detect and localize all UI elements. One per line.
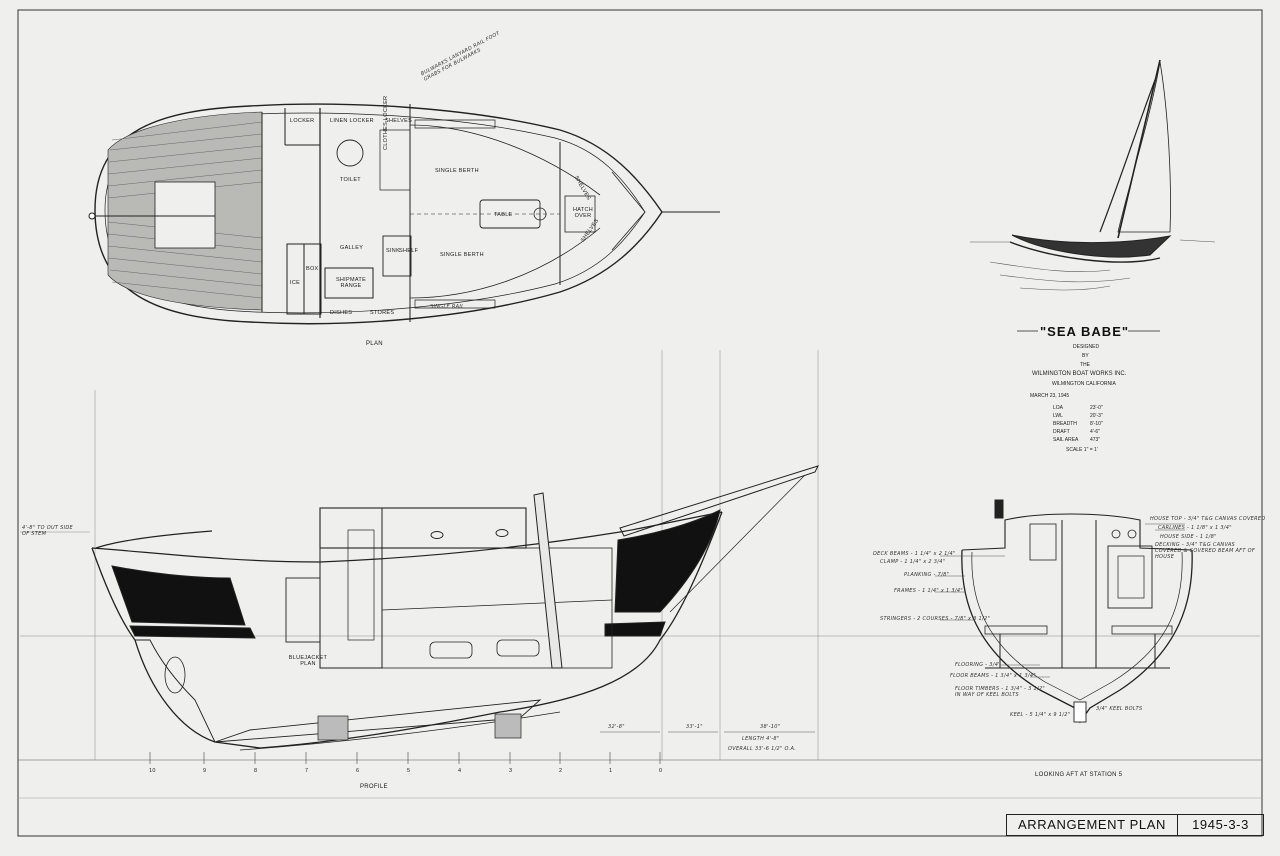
spec-label: DRAFT <box>1053 429 1070 435</box>
drawing-scale: SCALE 1" = 1' <box>1066 447 1098 453</box>
drawing-date: MARCH 23, 1945 <box>1030 393 1070 399</box>
plan-label-shelf: SHELF <box>399 248 419 254</box>
designed-line-3: THE <box>1080 362 1090 368</box>
plan-label-box: BOX <box>306 266 319 272</box>
spec-label: LOA <box>1053 405 1064 411</box>
plan-label-hatch-over: HATCH OVER <box>572 207 594 219</box>
sheet-number: 1945-3-3 <box>1192 817 1249 832</box>
spec-value: 473" <box>1090 437 1101 443</box>
vessel-name: "SEA BABE" <box>1040 324 1130 339</box>
station-label: 0 <box>659 768 663 774</box>
plan-label-locker: LOCKER <box>290 118 315 124</box>
plan-label-clothes-locker: CLOTHES LOCKER <box>383 95 389 150</box>
profile-view <box>20 350 1260 764</box>
station-label: 6 <box>356 768 360 774</box>
plan-note-bottom: SINGLE RAIL <box>430 304 465 310</box>
section-view <box>935 499 1193 724</box>
plan-label-ice: ICE <box>290 280 301 286</box>
section-keel: KEEL - 5 1/4" x 9 1/2" <box>1010 712 1071 718</box>
spec-value: 20'-3" <box>1090 413 1103 419</box>
plan-label-single-berth-bottom: SINGLE BERTH <box>440 252 484 258</box>
spec-value: 23'-0" <box>1090 405 1103 411</box>
profile-overall-note: OVERALL 33'-6 1/2" O.A. <box>728 746 797 752</box>
spec-value: 4'-6" <box>1090 429 1100 435</box>
section-house-side: HOUSE SIDE - 1 1/8" <box>1160 534 1217 540</box>
view-label-profile: PROFILE <box>360 784 388 790</box>
station-label: 10 <box>149 768 156 774</box>
section-deck-beams: DECK BEAMS - 1 1/4" x 2 1/4" <box>873 551 956 557</box>
section-frames: FRAMES - 1 1/4" x 1 3/4" <box>894 588 963 594</box>
plan-label-stores: STORES <box>370 310 395 316</box>
spec-value: 8'-10" <box>1090 421 1103 427</box>
plan-label-toilet: TOILET <box>340 177 361 183</box>
station-label: 1 <box>609 768 613 774</box>
profile-length-note: LENGTH 4'-8" <box>742 736 780 742</box>
sheet-border <box>17 9 1263 837</box>
section-decking: DECKING - 3/4" T&G CANVAS COVERED & COVE… <box>1155 542 1256 560</box>
profile-dim-a: 32'-8" <box>608 724 625 730</box>
plan-label-dishes: DISHES <box>330 310 353 316</box>
view-label-plan: PLAN <box>366 341 383 347</box>
plan-label-sink: SINK <box>386 248 401 254</box>
designed-line-2: BY <box>1082 353 1089 359</box>
station-label: 3 <box>509 768 513 774</box>
plan-label-range: SHIPMATE RANGE <box>335 277 367 289</box>
spec-label: LWL <box>1053 413 1063 419</box>
spec-label: SAIL AREA <box>1053 437 1079 443</box>
station-label: 7 <box>305 768 309 774</box>
designer-name: WILMINGTON BOAT WORKS INC. <box>1032 371 1127 377</box>
plan-label-table: TABLE <box>494 212 513 218</box>
section-carlines: CARLINES - 1 1/8" x 1 3/4" <box>1158 525 1232 531</box>
profile-dim-left: 4'-8" TO OUT SIDE OF STEM <box>22 525 74 537</box>
plan-label-galley: GALLEY <box>340 245 364 251</box>
section-stringers: STRINGERS - 2 COURSES - 7/8" x 3 1/2" <box>880 616 991 622</box>
designer-location: WILMINGTON CALIFORNIA <box>1052 381 1116 387</box>
station-label: 9 <box>203 768 207 774</box>
plan-label-linen-locker: LINEN LOCKER <box>330 118 374 124</box>
station-label: 4 <box>458 768 462 774</box>
station-label: 2 <box>559 768 563 774</box>
sailboat-sketch <box>970 59 1216 291</box>
sheet-title: ARRANGEMENT PLAN <box>1007 815 1178 835</box>
section-house-top: HOUSE TOP - 3/4" T&G CANVAS COVERED <box>1150 516 1266 522</box>
station-label: 5 <box>407 768 411 774</box>
view-label-section: LOOKING AFT AT STATION 5 <box>1035 772 1123 778</box>
section-clamp: CLAMP - 1 1/4" x 2 3/4" <box>880 559 946 565</box>
profile-dim-b: 33'-1" <box>686 724 703 730</box>
profile-dim-c: 38'-10" <box>760 724 781 730</box>
title-block: ARRANGEMENT PLAN 1945-3-3 <box>1006 814 1264 836</box>
section-floor-beams: FLOOR BEAMS - 1 3/4" x 1 3/4" <box>950 673 1036 679</box>
section-keel-bolts: 3/4" KEEL BOLTS <box>1096 706 1143 712</box>
plan-view <box>88 103 720 325</box>
station-label: 8 <box>254 768 258 774</box>
section-floor-timbers: FLOOR TIMBERS - 1 3/4" - 3 1/2" IN WAY O… <box>955 686 1046 698</box>
designed-line-1: DESIGNED <box>1073 344 1100 350</box>
section-planking: PLANKING - 7/8" <box>904 572 950 578</box>
plan-label-single-berth-top: SINGLE BERTH <box>435 168 479 174</box>
section-flooring: FLOORING - 3/4" <box>955 662 1001 668</box>
profile-label-bluejacket: BLUEJACKET PLAN <box>288 655 328 667</box>
plan-label-shelves: SHELVES <box>385 118 413 124</box>
spec-label: BREADTH <box>1053 421 1077 427</box>
